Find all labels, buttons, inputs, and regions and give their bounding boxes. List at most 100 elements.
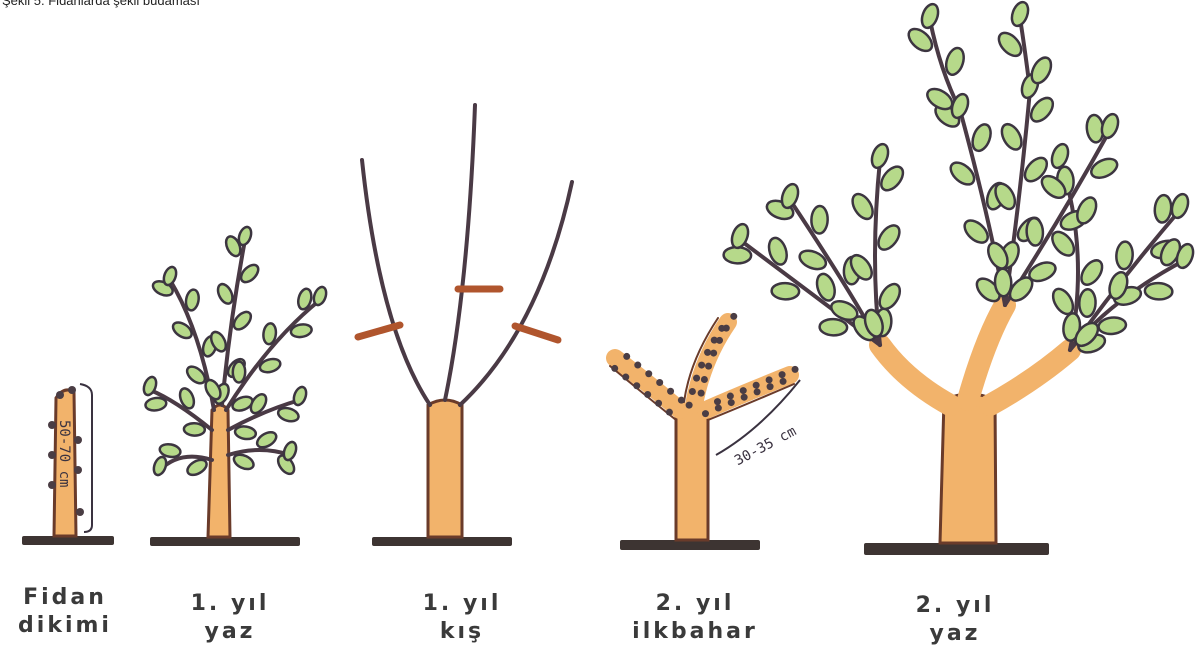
leaf (1154, 194, 1173, 223)
leaf (162, 265, 179, 286)
left-leader (362, 160, 430, 405)
leaf (255, 429, 279, 450)
bud (693, 375, 700, 382)
bud (645, 370, 652, 377)
leaf (1026, 218, 1044, 246)
leaf (234, 425, 257, 440)
center-leader (445, 105, 475, 400)
leaf (1009, 0, 1031, 28)
bud (701, 376, 708, 383)
trunk (208, 405, 230, 537)
stage-first-year-summer (142, 225, 329, 546)
bud (611, 365, 618, 372)
leaf-group (142, 225, 329, 478)
trunk (428, 400, 462, 537)
stage-label-line2: yaz (890, 620, 1020, 648)
scaffold-limbs (880, 305, 1070, 405)
trunk (940, 394, 996, 543)
stage-label-line2: yaz (170, 618, 290, 646)
bud (741, 394, 748, 401)
leaf (185, 457, 209, 478)
branch-group (362, 105, 572, 405)
stage-label-line2: ilkbahar (620, 618, 770, 646)
leaf (233, 361, 246, 382)
bud (666, 409, 673, 416)
bud (740, 387, 747, 394)
bud (633, 382, 640, 389)
leaf (723, 247, 751, 264)
bud (698, 362, 705, 369)
stage-label-line2: kış (402, 618, 522, 646)
leaf (943, 46, 967, 77)
leaf (1145, 282, 1173, 300)
bud (754, 388, 761, 395)
leaf (184, 423, 205, 436)
stage-label-line1: 1. yıl (402, 590, 522, 618)
stage-label-seedling: Fidan dikimi (10, 584, 120, 640)
seedling-height-annotation: 50-70 cm (56, 420, 72, 487)
leaf (232, 452, 256, 472)
leaf (811, 206, 828, 234)
stage-label-line1: 2. yıl (890, 592, 1020, 620)
bud (730, 313, 737, 320)
leaf-group (723, 0, 1196, 356)
leaf (152, 455, 169, 476)
bud (702, 410, 709, 417)
bud (767, 383, 774, 390)
stage-label-second-year-spring: 2. yıl ilkbahar (620, 590, 770, 646)
stage-label-line1: 1. yıl (170, 590, 290, 618)
leaf (869, 142, 891, 170)
bud (715, 405, 722, 412)
bud (766, 376, 773, 383)
bud (678, 397, 685, 404)
leaf (819, 319, 847, 336)
leaf (1169, 192, 1191, 220)
leaf (203, 377, 224, 401)
stage-second-year-spring (610, 313, 800, 550)
leaf (876, 281, 904, 313)
bud (780, 378, 787, 385)
bud (623, 353, 630, 360)
leaf (994, 268, 1011, 296)
bud (727, 393, 734, 400)
stage-label-line1: 2. yıl (620, 590, 770, 618)
bud (634, 362, 641, 369)
stage-label-second-year-summer: 2. yıl yaz (890, 592, 1020, 648)
leaf (874, 222, 903, 254)
bud (705, 363, 712, 370)
stage-label-first-year-summer: 1. yıl yaz (170, 590, 290, 646)
leaf (1116, 241, 1134, 269)
bud (689, 388, 696, 395)
leaf (771, 283, 799, 300)
bud (686, 402, 693, 409)
bud (714, 398, 721, 405)
leaf (998, 121, 1026, 153)
stage-first-year-winter (358, 105, 572, 546)
leaf (312, 285, 329, 306)
bud (728, 399, 735, 406)
bud (753, 382, 760, 389)
bud (656, 379, 663, 386)
leaf (1027, 94, 1057, 125)
leaf (1099, 112, 1121, 140)
ground-line (864, 543, 1049, 555)
leaf (1077, 257, 1106, 289)
leaf (282, 440, 299, 461)
leaf (1079, 289, 1096, 317)
leaf (145, 397, 167, 412)
bud (698, 390, 705, 397)
leaf (779, 182, 801, 210)
bud (655, 400, 662, 407)
bud (704, 349, 711, 356)
trunk (676, 406, 708, 540)
stage-label-line2: dikimi (10, 612, 120, 640)
leaf (184, 289, 200, 312)
right-leader (460, 182, 572, 405)
leaf (919, 2, 941, 30)
stage-label-first-year-winter: 1. yıl kış (402, 590, 522, 646)
bud (792, 366, 799, 373)
leaf (237, 225, 254, 246)
bud (710, 350, 717, 357)
leaf (969, 122, 994, 153)
